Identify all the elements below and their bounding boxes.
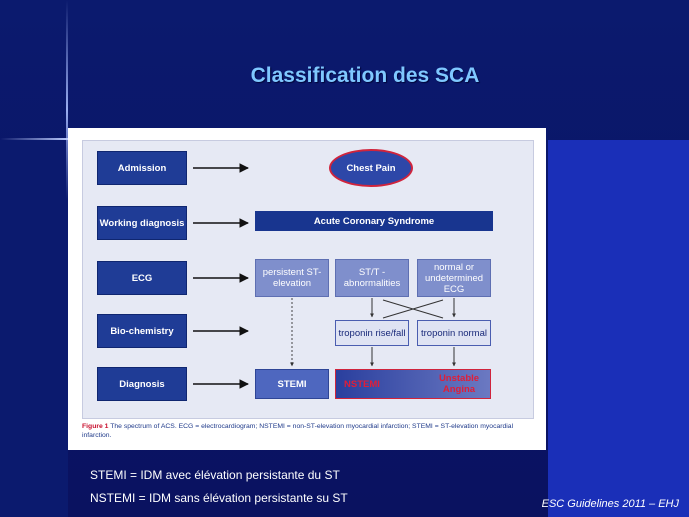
ecg-st-t-abnormalities: ST/T - abnormalities xyxy=(335,259,409,297)
row-label-biochemistry: Bio-chemistry xyxy=(97,314,187,348)
diagram-arrows xyxy=(193,163,456,389)
ecg-normal-undetermined: normal or undetermined ECG xyxy=(417,259,491,297)
note-stemi: STEMI = IDM avec élévation persistante d… xyxy=(90,468,340,482)
troponin-rise-fall: troponin rise/fall xyxy=(335,320,409,346)
acs-figure: Admission Working diagnosis ECG Bio-chem… xyxy=(68,128,546,450)
row-label-working-diagnosis: Working diagnosis xyxy=(97,206,187,240)
troponin-normal: troponin normal xyxy=(417,320,491,346)
diagram-area: Admission Working diagnosis ECG Bio-chem… xyxy=(82,140,534,419)
row-label-diagnosis: Diagnosis xyxy=(97,367,187,401)
cross-line xyxy=(382,299,444,319)
row-label-ecg: ECG xyxy=(97,261,187,295)
decorative-glow-line xyxy=(66,0,68,200)
outcome-nstemi-unstable: NSTEMI Unstable Angina xyxy=(335,369,491,399)
row-label-admission: Admission xyxy=(97,151,187,185)
figure-caption: Figure 1 The spectrum of ACS. ECG = elec… xyxy=(82,423,532,440)
background-panel xyxy=(548,140,689,517)
caption-text: The spectrum of ACS. ECG = electrocardio… xyxy=(82,423,514,439)
caption-label: Figure 1 xyxy=(82,423,109,430)
reference-citation: ESC Guidelines 2011 – EHJ xyxy=(541,498,679,510)
note-nstemi: NSTEMI = IDM sans élévation persistante … xyxy=(90,491,348,505)
outcome-unstable-angina-label: Unstable Angina xyxy=(438,373,480,395)
acs-bar: Acute Coronary Syndrome xyxy=(255,211,493,231)
background-strip xyxy=(0,140,68,517)
chest-pain-node: Chest Pain xyxy=(329,149,413,187)
outcome-nstemi-label: NSTEMI xyxy=(344,378,380,390)
outcome-stemi: STEMI xyxy=(255,369,329,399)
slide-title: Classification des SCA xyxy=(250,64,480,87)
ecg-persistent-st-elevation: persistent ST-elevation xyxy=(255,259,329,297)
